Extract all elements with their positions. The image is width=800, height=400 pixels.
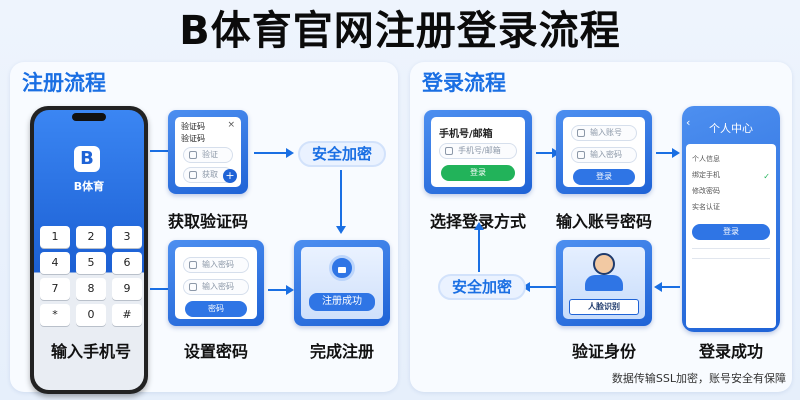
profile-title: 个人中心	[709, 122, 753, 135]
phone-mockup: B B体育 1 2 3 4 5 6 7 8 9 * 0 #	[30, 106, 148, 394]
lock-icon	[577, 151, 585, 159]
key-7[interactable]: 7	[40, 278, 70, 300]
key-5[interactable]: 5	[76, 252, 106, 274]
close-icon[interactable]: ×	[227, 120, 235, 130]
step-input-account: 输入账号密码	[555, 212, 652, 231]
login-method-button[interactable]: 登录	[441, 165, 515, 181]
account-login-button[interactable]: 登录	[573, 169, 635, 185]
footer-note: 数据传输SSL加密，账号安全有保障	[611, 372, 786, 385]
set-password-card: 输入密码 输入密码 密码	[168, 240, 264, 326]
arrow-left-icon	[654, 282, 680, 292]
account-password-card: 输入账号 输入密码 登录	[556, 110, 652, 194]
username-input[interactable]: 输入账号	[571, 125, 637, 141]
profile-row[interactable]: 绑定手机	[692, 171, 720, 179]
login-panel-title: 登录流程	[422, 71, 506, 95]
profile-row[interactable]: 实名认证	[692, 203, 720, 211]
arrow-right-icon	[656, 148, 680, 158]
arrow-down-icon	[336, 170, 346, 234]
verification-code-card: 验证码 × 验证码 验证 获取 +	[168, 110, 248, 194]
step-input-phone: 输入手机号	[50, 342, 131, 361]
code-card-screen: 验证码 × 验证码 验证 获取 +	[175, 117, 241, 187]
key-6[interactable]: 6	[112, 252, 142, 274]
face-recognition-banner: 人脸识别	[569, 299, 639, 315]
step-login-success: 登录成功	[698, 342, 763, 361]
step-set-password: 设置密码	[183, 342, 248, 361]
brand-logo-icon: B	[74, 146, 100, 172]
key-0[interactable]: 0	[76, 304, 106, 326]
lock-shield-icon	[329, 255, 355, 281]
key-1[interactable]: 1	[40, 226, 70, 248]
profile-center-phone: 个人中心 ‹ 个人信息 绑定手机 修改密码 实名认证 ✓ 登录	[682, 106, 780, 332]
success-card-screen: 注册成功	[301, 247, 383, 319]
avatar	[593, 253, 615, 275]
add-icon[interactable]: +	[223, 169, 237, 183]
step-get-code: 获取验证码	[167, 212, 248, 231]
key-8[interactable]: 8	[76, 278, 106, 300]
profile-row[interactable]: 个人信息	[692, 155, 720, 163]
identity-card-screen: 人脸识别	[563, 247, 645, 319]
account-input[interactable]: 手机号/邮箱	[439, 143, 517, 159]
register-panel: 注册流程 B B体育 1 2 3 4 5 6 7 8 9 * 0 # 输入手机号	[10, 62, 398, 394]
page-title: B体育官网注册登录流程	[179, 8, 621, 54]
step-choose-method: 选择登录方式	[429, 212, 526, 231]
key-9[interactable]: 9	[112, 278, 142, 300]
arrow-right-icon	[268, 285, 294, 295]
refresh-icon	[189, 171, 197, 179]
user-icon	[577, 129, 585, 137]
account-card-screen: 输入账号 输入密码 登录	[563, 117, 645, 187]
password-input[interactable]: 输入密码	[183, 257, 249, 273]
phone-screen: B B体育 1 2 3 4 5 6 7 8 9 * 0 #	[34, 110, 144, 390]
profile-login-button[interactable]: 登录	[692, 224, 770, 240]
login-panel: 登录流程 手机号/邮箱 手机号/邮箱 登录 选择登录方式 输入账号 输入密码 登…	[410, 62, 792, 392]
register-panel-title: 注册流程	[22, 71, 106, 95]
login-method-card: 手机号/邮箱 手机号/邮箱 登录	[424, 110, 532, 194]
login-password-input[interactable]: 输入密码	[571, 147, 637, 163]
divider	[692, 258, 770, 259]
check-icon: ✓	[763, 172, 770, 181]
divider	[692, 248, 770, 249]
confirm-password-input[interactable]: 输入密码	[183, 279, 249, 295]
register-success-button[interactable]: 注册成功	[309, 293, 375, 311]
step-complete-register: 完成注册	[309, 342, 374, 361]
register-success-card: 注册成功	[294, 240, 390, 326]
arrow-right-icon	[254, 148, 294, 158]
phone-brand-text: B体育	[73, 180, 105, 193]
security-encryption-badge: 安全加密	[438, 274, 527, 300]
verify-identity-card: 人脸识别	[556, 240, 652, 326]
security-encryption-badge: 安全加密	[298, 141, 387, 167]
key-3[interactable]: 3	[112, 226, 142, 248]
key-hash[interactable]: #	[112, 304, 142, 326]
avatar-body	[585, 275, 623, 291]
back-icon[interactable]: ‹	[686, 116, 691, 129]
user-icon	[445, 147, 453, 155]
code-card-title: 验证码	[181, 122, 205, 131]
password-submit-button[interactable]: 密码	[185, 301, 247, 317]
method-card-label: 手机号/邮箱	[439, 129, 493, 140]
arrow-left-icon	[522, 282, 556, 292]
phone-notch	[72, 113, 106, 121]
arrow-up-icon	[474, 222, 484, 272]
key-4[interactable]: 4	[40, 252, 70, 274]
method-card-screen: 手机号/邮箱 手机号/邮箱 登录	[431, 117, 525, 187]
password-card-screen: 输入密码 输入密码 密码	[175, 247, 257, 319]
lock-icon	[189, 283, 197, 291]
code-card-subtitle: 验证码	[181, 134, 205, 143]
key-2[interactable]: 2	[76, 226, 106, 248]
code-input[interactable]: 验证	[183, 147, 233, 163]
profile-row[interactable]: 修改密码	[692, 187, 720, 195]
profile-screen: 个人信息 绑定手机 修改密码 实名认证 ✓ 登录	[686, 144, 776, 328]
key-star[interactable]: *	[40, 304, 70, 326]
lock-icon	[189, 261, 197, 269]
step-verify-identity: 验证身份	[571, 342, 636, 361]
shield-icon	[189, 151, 197, 159]
